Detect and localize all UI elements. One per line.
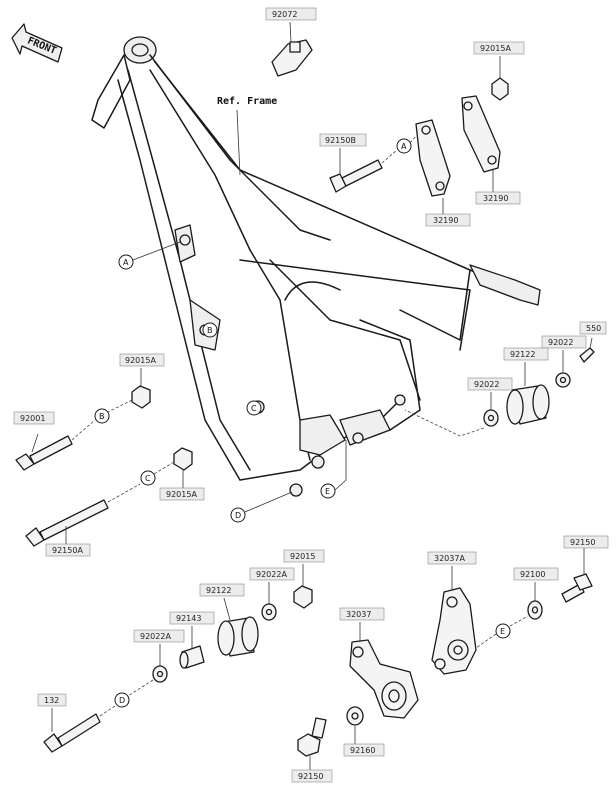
label-92022-mid: 92022	[474, 380, 499, 389]
label-92015A-lower: 92015A	[166, 490, 197, 499]
label-32190-left: 32190	[433, 216, 458, 225]
callout-D-frame: D	[230, 491, 293, 523]
part-132-bolt: 132	[37, 693, 116, 753]
part-92015A-top: 92015A	[473, 41, 525, 101]
label-92100: 92100	[520, 570, 545, 579]
label-92015A-left: 92015A	[125, 356, 156, 365]
part-92001-bolt: 92001	[13, 411, 96, 471]
part-92015A-left-nut: 92015A	[107, 353, 165, 413]
label-32190-right: 32190	[483, 194, 508, 203]
label-92015: 92015	[290, 552, 315, 561]
label-92022A-low: 92022A	[140, 632, 171, 641]
part-92122-bottom-bushing: 92122	[199, 583, 259, 657]
callout-E-right: E	[475, 615, 529, 649]
label-92150-bottom: 92150	[298, 772, 323, 781]
label-132: 132	[44, 696, 59, 705]
svg-text:C: C	[251, 404, 257, 413]
label-92122-top: 92122	[510, 350, 535, 359]
part-92022A-low-washer: 92022A	[127, 629, 185, 697]
label-92022-top: 92022	[548, 338, 573, 347]
ref-frame-leader	[236, 109, 241, 176]
callout-B-frame: B	[202, 322, 218, 338]
svg-text:C: C	[145, 474, 151, 483]
part-92022-top-washer: 92022	[541, 335, 587, 388]
callout-A-frame: A	[118, 241, 181, 270]
label-92143: 92143	[176, 614, 201, 623]
svg-text:E: E	[500, 627, 505, 636]
svg-text:B: B	[99, 412, 105, 421]
part-32037A-bracket: 32037A	[427, 551, 477, 675]
part-92022-mid-washer: 92022	[404, 377, 513, 437]
part-92160-washer: 92160	[343, 706, 385, 757]
part-550-pin: 550	[579, 321, 607, 363]
callout-B-left: B	[94, 408, 110, 424]
label-92015A-top: 92015A	[480, 44, 511, 53]
label-92160: 92160	[350, 746, 375, 755]
part-92122-top-bushing: 92122	[503, 347, 550, 425]
part-92015-nut: 92015	[283, 549, 325, 609]
part-92015A-lower-nut: 92015A	[153, 447, 205, 501]
callout-A-top: A	[396, 138, 412, 154]
label-32037A: 32037A	[434, 554, 465, 563]
label-92001: 92001	[20, 414, 45, 423]
label-550: 550	[586, 324, 601, 333]
front-arrow-icon: FRONT	[11, 23, 63, 63]
part-92150-right-bolt: 92150	[561, 535, 609, 603]
label-92122-bottom: 92122	[206, 586, 231, 595]
part-92150-bottom-bolt: 92150	[291, 717, 333, 783]
callout-C-frame: C	[246, 400, 262, 416]
svg-text:A: A	[401, 142, 407, 151]
part-92100-washer: 92100	[513, 567, 559, 620]
svg-text:B: B	[207, 326, 213, 335]
svg-text:D: D	[235, 511, 241, 520]
callout-D-bottom: D	[114, 692, 130, 708]
svg-text:E: E	[325, 487, 330, 496]
label-92022A-mid: 92022A	[256, 570, 287, 579]
frame	[91, 36, 541, 497]
callout-C-left: C	[140, 470, 156, 486]
label-32037: 32037	[346, 610, 371, 619]
part-92150B-bolt: 92150B	[319, 133, 419, 193]
part-92143-collar: 92143	[169, 611, 215, 669]
svg-text:D: D	[119, 696, 125, 705]
label-92150B: 92150B	[325, 136, 356, 145]
part-92150A-long-bolt: 92150A	[25, 483, 141, 557]
part-32190-brackets: 32190 32190	[415, 95, 521, 227]
label-92072: 92072	[272, 10, 297, 19]
ref-frame-label: Ref. Frame	[217, 96, 277, 107]
part-92072: 92072	[265, 7, 317, 77]
part-92022A-mid-washer: 92022A	[249, 567, 295, 621]
part-32037-bracket: 32037	[339, 607, 419, 719]
label-92150A: 92150A	[52, 546, 83, 555]
svg-text:A: A	[123, 258, 129, 267]
label-92150-right: 92150	[570, 538, 595, 547]
callout-E-frame: E	[320, 440, 347, 499]
